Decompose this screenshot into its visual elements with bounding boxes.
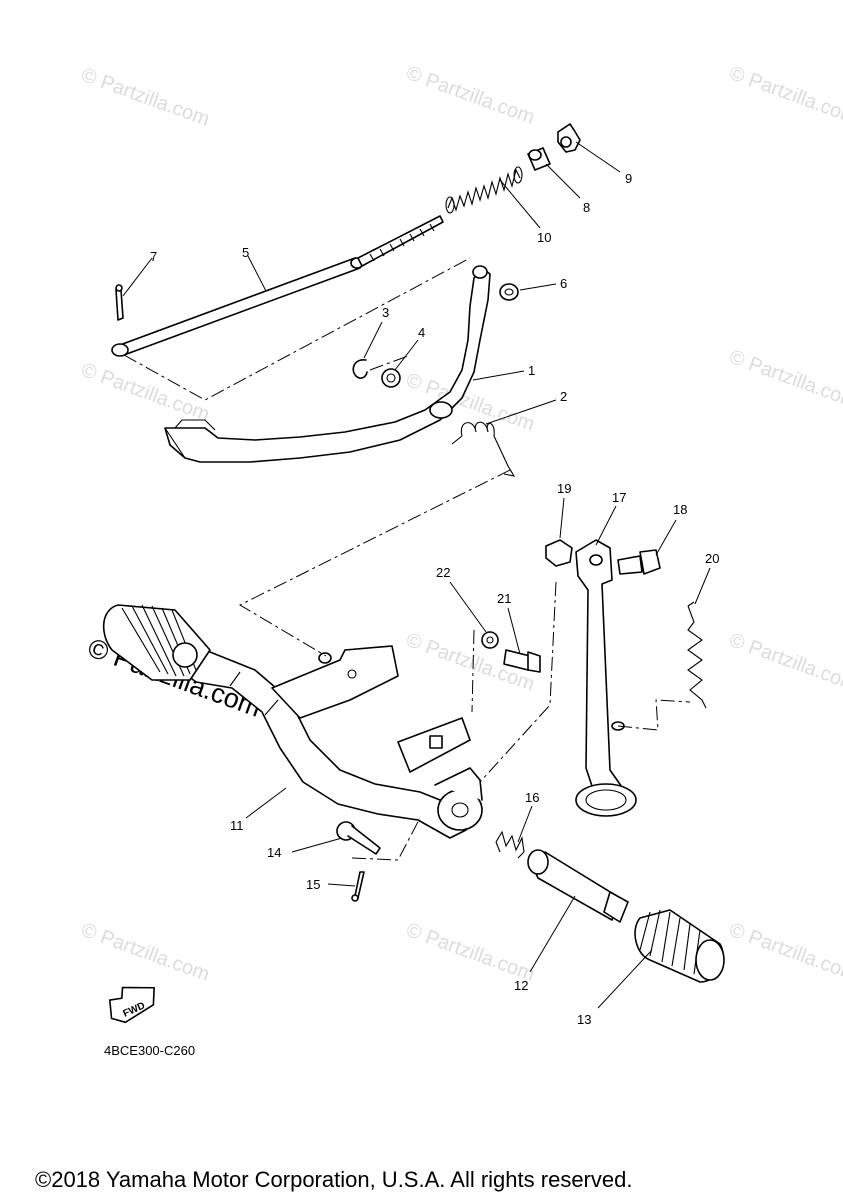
watermark: © Partzilla.com [726,346,843,413]
spring-2 [451,421,516,477]
footrest-rubber-left [102,604,211,681]
callout-15: 15 [306,877,320,892]
watermark: © Partzilla.com [726,919,843,986]
callout-5: 5 [242,245,249,260]
washer-6 [499,283,519,301]
spring-20 [687,601,707,709]
joint-8 [527,147,551,171]
callout-16: 16 [525,790,539,805]
nut-19 [545,539,573,567]
callout-1: 1 [528,363,535,378]
footrest-rubber-right [634,909,725,983]
washer-6-hole [504,288,514,296]
assembly-lines [123,257,691,861]
callout-20: 20 [705,551,719,566]
callout-4: 4 [418,325,425,340]
callout-6: 6 [560,276,567,291]
callout-14: 14 [267,845,281,860]
callout-22: 22 [436,565,450,580]
part-code: 4BCE300-C260 [104,1043,195,1058]
callout-18: 18 [673,502,687,517]
bolt-18 [617,549,661,575]
footrest-shaft-12 [527,849,629,923]
washer-4 [381,368,401,388]
bracket-lower [397,717,471,773]
watermark: © Partzilla.com [78,64,212,131]
callout-11: 11 [230,818,244,833]
brake-pedal [164,265,491,463]
side-stand-17 [575,539,637,817]
spring-10 [445,166,523,214]
watermark: © Partzilla.com [726,629,843,696]
circlip-3 [352,359,368,379]
callout-7: 7 [150,249,157,264]
bracket-upper [271,645,399,719]
callout-12: 12 [514,978,528,993]
copyright: ©2018 Yamaha Motor Corporation, U.S.A. A… [35,1167,632,1192]
watermark: © Partzilla.com [403,919,537,986]
callout-2: 2 [560,389,567,404]
callout-10: 10 [537,230,551,245]
brake-rod [111,215,444,357]
watermarks: © Partzilla.com © Partzilla.com © Partzi… [78,62,843,986]
callout-19: 19 [557,481,571,496]
washer-22 [481,631,499,649]
leader-lines [122,141,711,1009]
pin-14 [336,821,381,855]
callout-17: 17 [612,490,626,505]
watermark: © Partzilla.com [403,62,537,129]
fwd-arrow-icon: FWD [108,986,155,1024]
callout-21: 21 [497,591,511,606]
callout-8: 8 [583,200,590,215]
callouts: 1 2 3 4 5 6 7 8 9 10 11 12 13 14 15 16 1… [150,171,719,1027]
callout-13: 13 [577,1012,591,1027]
cotter-pin-15 [351,871,365,902]
bolt-21 [503,649,541,673]
callout-3: 3 [382,305,389,320]
cotter-pin-7 [115,284,124,321]
pivot-boss [434,767,483,831]
callout-9: 9 [625,171,632,186]
wing-nut-9 [557,123,581,153]
washer-4-hole [386,373,396,383]
watermark: © Partzilla.com [726,62,843,129]
watermark: © Partzilla.com [78,919,212,986]
spring-16 [495,830,525,859]
